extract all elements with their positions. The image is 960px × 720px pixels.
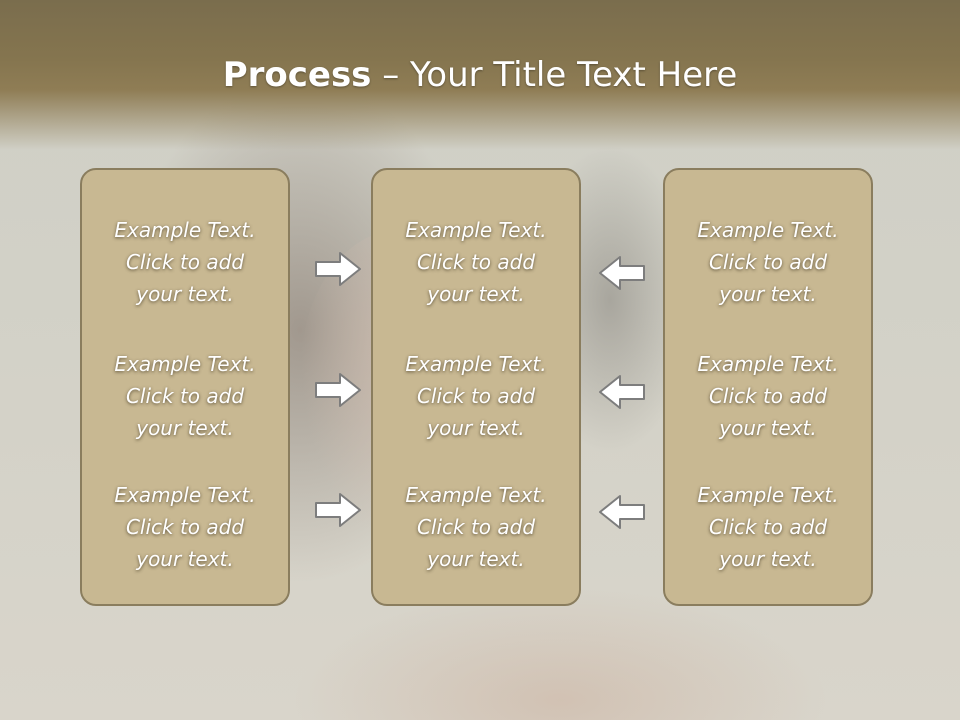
item-line: your text. [719,282,817,306]
title-bold: Process [222,55,372,95]
arrow-right-icon [315,373,361,407]
item-line: Click to add [708,250,828,274]
item-line: Click to add [416,515,536,539]
arrow-left-icon [599,256,645,290]
right-panel[interactable]: Example Text. Click to add your text. Ex… [663,168,873,606]
left-panel[interactable]: Example Text. Click to add your text. Ex… [80,168,290,606]
right-item-3[interactable]: Example Text. Click to add your text. [665,479,871,575]
arrow-left-icon [599,375,645,409]
left-item-1[interactable]: Example Text. Click to add your text. [82,214,288,310]
item-line: Example Text. [405,218,547,242]
item-line: Click to add [708,384,828,408]
left-item-2[interactable]: Example Text. Click to add your text. [82,348,288,444]
item-line: Click to add [708,515,828,539]
right-item-2[interactable]: Example Text. Click to add your text. [665,348,871,444]
arrow-right-icon [315,493,361,527]
title-rest: – Your Title Text Here [371,55,738,95]
item-line: Example Text. [697,483,839,507]
item-line: Click to add [416,384,536,408]
item-line: Click to add [125,384,245,408]
item-line: Click to add [125,250,245,274]
center-item-1[interactable]: Example Text. Click to add your text. [373,214,579,310]
center-panel[interactable]: Example Text. Click to add your text. Ex… [371,168,581,606]
item-line: Click to add [416,250,536,274]
arrow-left-icon [599,495,645,529]
item-line: Example Text. [405,483,547,507]
item-line: Example Text. [114,483,256,507]
item-line: Example Text. [114,352,256,376]
item-line: your text. [427,547,525,571]
left-item-3[interactable]: Example Text. Click to add your text. [82,479,288,575]
arrow-right-icon [315,252,361,286]
item-line: your text. [427,282,525,306]
item-line: Example Text. [114,218,256,242]
center-item-3[interactable]: Example Text. Click to add your text. [373,479,579,575]
title-bar [0,0,960,150]
slide-title[interactable]: Process – Your Title Text Here [0,52,960,98]
item-line: Example Text. [697,218,839,242]
right-item-1[interactable]: Example Text. Click to add your text. [665,214,871,310]
item-line: Example Text. [697,352,839,376]
item-line: Click to add [125,515,245,539]
item-line: your text. [136,416,234,440]
item-line: your text. [719,416,817,440]
item-line: your text. [136,547,234,571]
item-line: your text. [427,416,525,440]
item-line: your text. [719,547,817,571]
item-line: your text. [136,282,234,306]
item-line: Example Text. [405,352,547,376]
center-item-2[interactable]: Example Text. Click to add your text. [373,348,579,444]
